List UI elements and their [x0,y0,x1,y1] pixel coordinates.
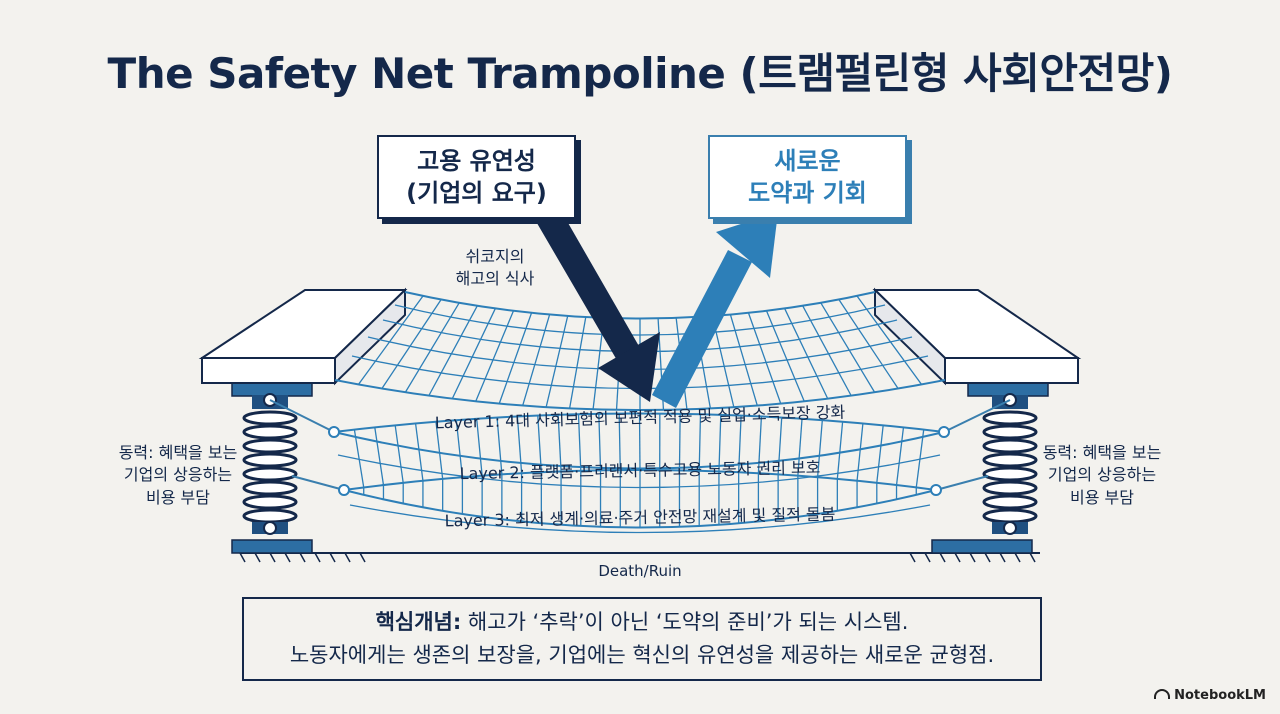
mesh-line [451,308,496,399]
mesh-line [895,427,905,486]
mesh-line [475,310,515,402]
left-spring-assembly [231,379,345,554]
mesh-line [516,416,523,474]
mesh-line [496,417,503,475]
rise-arrow [652,212,778,408]
net-anchor-right-2 [930,484,942,496]
employment-flexibility-box: 고용 유연성 (기업의 요구) [377,135,576,219]
summary-line1-text: 해고가 ‘추락’이 아닌 ‘도약의 준비’가 되는 시스템. [461,610,909,635]
net-anchor-right-1 [938,426,950,438]
mesh-line [414,423,424,481]
mesh-line [797,418,803,476]
mesh-line [455,420,464,478]
brand-label: NotebookLM [1154,688,1266,703]
page-title: The Safety Net Trampoline (트램펄린형 사회안전망) [107,49,1173,98]
ground-hatch-right [909,552,1036,563]
side-note-left: 동력: 혜택을 보는 기업의 상응하는 비용 부담 [108,442,248,509]
mesh-line [435,421,444,479]
fall-arrow [534,202,660,402]
mesh-line [856,295,923,385]
mesh-line [557,414,562,472]
mesh-line [374,427,385,486]
mesh-line [816,420,823,478]
mesh-line [698,414,702,471]
arrow-note: 쉬코지의 해고의 식사 [440,246,550,291]
mesh-line [836,421,844,479]
mesh-line [718,414,722,472]
box-left-line1: 고용 유연성 [417,146,536,175]
mesh-line [784,308,829,399]
mesh-line [757,416,763,474]
mesh-line [838,299,899,389]
mesh-line [856,423,864,481]
mesh-line [357,295,424,385]
ground-label: Death/Ruin [598,562,682,580]
net-anchor-left-1 [328,426,340,438]
mesh-line [522,314,551,406]
mesh-line [678,413,681,471]
side-note-right-line1: 동력: 혜택을 보는 [1042,443,1162,462]
box-left-line2: (기업의 요구) [406,179,547,207]
mesh-line [729,314,758,406]
side-note-left-line3: 비용 부담 [146,487,210,507]
mesh-line [537,415,542,473]
mesh-line [404,302,460,393]
mesh-line [394,425,404,483]
side-note-left-line1: 동력: 혜택을 보는 [118,443,238,462]
mesh-line [353,429,365,488]
mesh-line [765,310,805,402]
mesh-line [568,316,587,409]
mesh-line [747,312,782,404]
mesh-line [876,425,884,483]
summary-line2: 노동자에게는 생존의 보장을, 기업에는 혁신의 유연성을 제공하는 새로운 균… [289,643,995,667]
new-opportunity-box: 새로운 도약과 기회 [708,135,907,219]
side-note-right-line3: 비용 부담 [1070,487,1134,507]
summary-line1: 핵심개념: 해고가 ‘추락’이 아닌 ‘도약의 준비’가 되는 시스템. [244,606,1040,639]
mesh-line [618,413,621,471]
mesh-line [498,312,533,404]
side-note-left-line2: 기업의 상응하는 [123,465,233,485]
right-platform [872,287,1082,386]
mesh-line [638,413,641,471]
brand-text: NotebookLM [1174,688,1266,703]
ground-hatch-left [239,552,366,563]
mesh-line [476,418,483,476]
box-right-line1: 새로운 [774,146,841,175]
right-spring-assembly [931,379,1049,554]
mesh-line [545,315,569,408]
mesh-line [428,305,478,396]
side-note-right-line2: 기업의 상응하는 [1047,465,1157,485]
box-right-line2: 도약과 기회 [748,179,867,207]
summary-box: 핵심개념: 해고가 ‘추락’이 아닌 ‘도약의 준비’가 되는 시스템. 노동자… [242,597,1042,681]
mesh-line [820,302,876,393]
mesh-line [577,414,582,471]
mesh-line [381,299,442,389]
mesh-line [738,415,742,473]
notebooklm-logo-icon [1154,689,1171,699]
left-platform [198,287,408,386]
net-layer-3 [343,470,937,534]
mesh-line [915,429,925,488]
mesh-line [802,305,852,396]
arrow-note-line1: 쉬코지의 [465,247,525,266]
net-anchor-left-2 [338,484,350,496]
summary-key-label: 핵심개념: [375,610,462,635]
side-note-right: 동력: 혜택을 보는 기업의 상응하는 비용 부담 [1032,442,1172,509]
mesh-line [777,417,783,475]
arrow-note-line2: 해고의 식사 [455,269,535,289]
mesh-line [598,413,602,471]
